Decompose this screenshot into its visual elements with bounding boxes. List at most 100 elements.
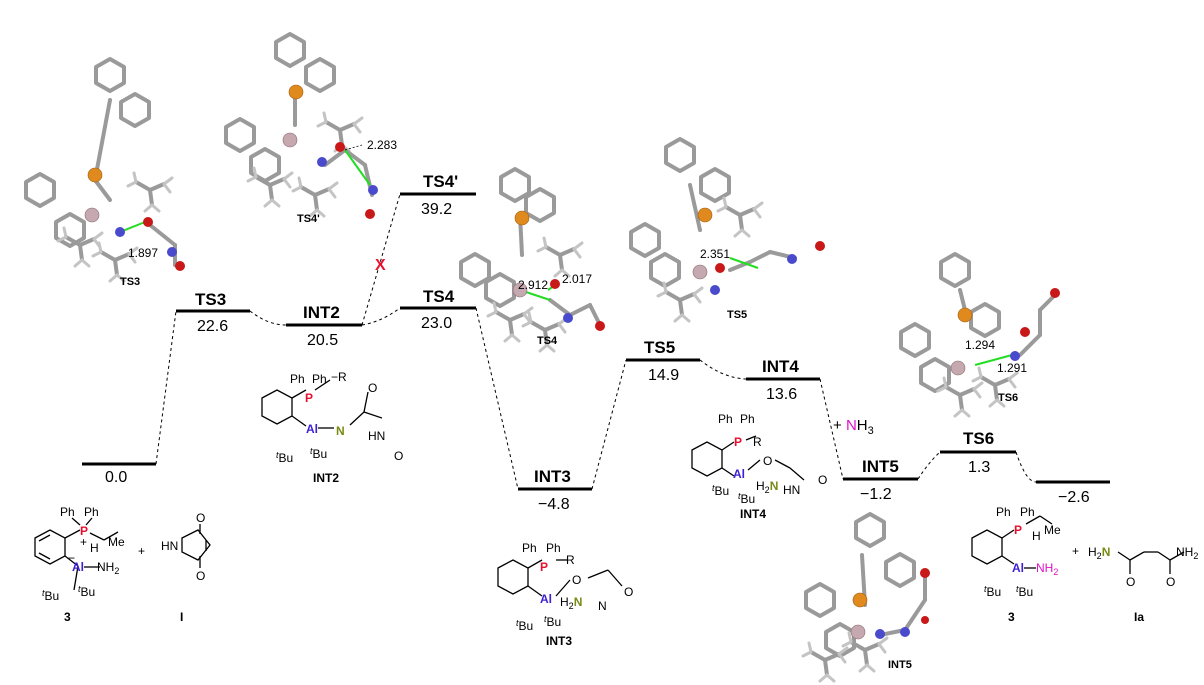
reactant-3-label: 3 (64, 610, 71, 624)
ts4-distance-label-b: 2.017 (562, 272, 592, 286)
ts4-structure (459, 167, 605, 353)
level-name-int5: INT5 (862, 457, 899, 476)
maleimide-label: I (180, 610, 183, 624)
o-label: O (624, 585, 633, 599)
nh3-release-label: + NH3 (833, 417, 874, 437)
int4-drawing: Ph Ph P R Al O H2N HN O tBu tBu (691, 412, 827, 506)
al-atom-label: Al (540, 592, 552, 606)
o-label: O (1126, 575, 1135, 589)
int5-structure (801, 512, 930, 683)
o-label: O (196, 511, 205, 525)
energy-levels (82, 192, 1110, 491)
h-label: H (1032, 529, 1041, 543)
ph-label: Ph (290, 372, 305, 386)
int3-label: INT3 (546, 634, 572, 648)
ts4prime-structure (224, 32, 378, 219)
me-label: Me (108, 535, 125, 549)
o-label: O (1166, 575, 1175, 589)
r-label: R (566, 553, 575, 567)
nh2-label: −NH2 (90, 560, 119, 576)
level-name-ts3: TS3 (195, 290, 226, 309)
ts4-caption: TS4 (537, 335, 558, 347)
ts6-caption: TS6 (998, 392, 1018, 404)
int5-caption: INT5 (888, 659, 912, 671)
product-3-label: 3 (1008, 610, 1015, 624)
o-label: O (818, 473, 827, 487)
ts5-caption: TS5 (727, 309, 747, 321)
level-value-int2: 20.5 (307, 332, 338, 349)
p-atom-label: P (80, 524, 88, 538)
level-value-end: −2.6 (1058, 489, 1090, 506)
nh2-label: H2N (1088, 545, 1110, 561)
maleimide-drawing: O O HN (161, 511, 211, 583)
ph-label: Ph (60, 505, 75, 519)
hn-label: HN (161, 539, 178, 553)
blocked-path-mark: X (375, 257, 386, 274)
product-ia-drawing: H2N O O NH2 (1088, 545, 1198, 589)
p-atom-label: P (1014, 523, 1022, 537)
al-atom-label: Al (72, 560, 84, 574)
o-label: O (368, 381, 377, 395)
charge-label: + (80, 535, 87, 549)
hn-label: HN (783, 483, 800, 497)
connectors (155, 193, 1037, 490)
level-value-int3: −4.8 (538, 496, 570, 513)
level-name-ts5: TS5 (644, 338, 675, 357)
tbu-label: tBu (310, 446, 327, 461)
ph-label: Ph (740, 412, 755, 426)
ts6-distance-label-b: 1.291 (997, 361, 1027, 375)
ts5-distance-label: 2.351 (700, 247, 730, 261)
tbu-label: tBu (712, 483, 729, 498)
me-label: Me (1044, 523, 1061, 537)
level-value-ts5: 14.9 (648, 367, 679, 384)
ph-label: Ph (522, 541, 537, 555)
p-atom-label: P (305, 391, 313, 405)
o-label: O (763, 454, 772, 468)
al-atom-label: Al (733, 467, 745, 481)
ts3-caption: TS3 (120, 276, 140, 288)
ph-label: Ph (996, 505, 1011, 519)
level-value-ts6: 1.3 (968, 459, 990, 476)
o-label: O (394, 449, 403, 463)
int4-label: INT4 (740, 507, 766, 521)
al-atom-label: Al (1012, 561, 1024, 575)
ts3-distance-label: 1.897 (128, 246, 158, 260)
level-value-int4: 13.6 (766, 386, 797, 403)
tbu-label: tBu (1016, 584, 1033, 599)
level-value-start: 0.0 (105, 469, 127, 486)
int2-label: INT2 (313, 471, 339, 485)
ph-label: Ph (1020, 505, 1035, 519)
ts5-structure (629, 137, 825, 323)
h-label: H (90, 541, 99, 555)
level-name-int4: INT4 (762, 357, 799, 376)
level-name-ts6: TS6 (963, 429, 994, 448)
tbu-label: tBu (738, 491, 755, 506)
int3-drawing: Ph Ph P R Al O H2N N O tBu tBu (497, 541, 633, 633)
int2-drawing: Ph Ph P −R Al N O HN O tBu tBu (261, 370, 403, 465)
ts4prime-distance-label: 2.283 (367, 138, 397, 152)
product-3-drawing: Ph Ph P H Me Al NH2 tBu tBu (971, 505, 1061, 599)
ts6-structure (899, 252, 1060, 418)
level-name-ts4: TS4 (423, 287, 455, 306)
r-label: R (753, 435, 762, 449)
tbu-label: tBu (42, 588, 59, 603)
tbu-label: tBu (544, 614, 561, 629)
tbu-label: tBu (276, 450, 293, 465)
ph-label: Ph (84, 505, 99, 519)
level-name-int3: INT3 (534, 467, 571, 486)
level-name-ts4prime: TS4' (423, 172, 458, 191)
product-ia-label: Ia (1134, 610, 1144, 624)
nh2-label: H2N (560, 595, 582, 611)
tbu-label: tBu (984, 584, 1001, 599)
level-value-ts4: 23.0 (421, 315, 452, 332)
nh2-label: H2N (756, 479, 778, 495)
nh2-label: NH2 (1176, 545, 1198, 561)
p-atom-label: P (540, 560, 548, 574)
al-atom-label: Al (306, 422, 318, 436)
o-label: O (196, 569, 205, 583)
ph-label: Ph (718, 412, 733, 426)
n-atom-label: N (336, 424, 345, 438)
ts3-structure (24, 57, 185, 283)
reactant-3-drawing: Ph Ph P + H Me − Al −NH2 tBu tBu (34, 505, 125, 603)
